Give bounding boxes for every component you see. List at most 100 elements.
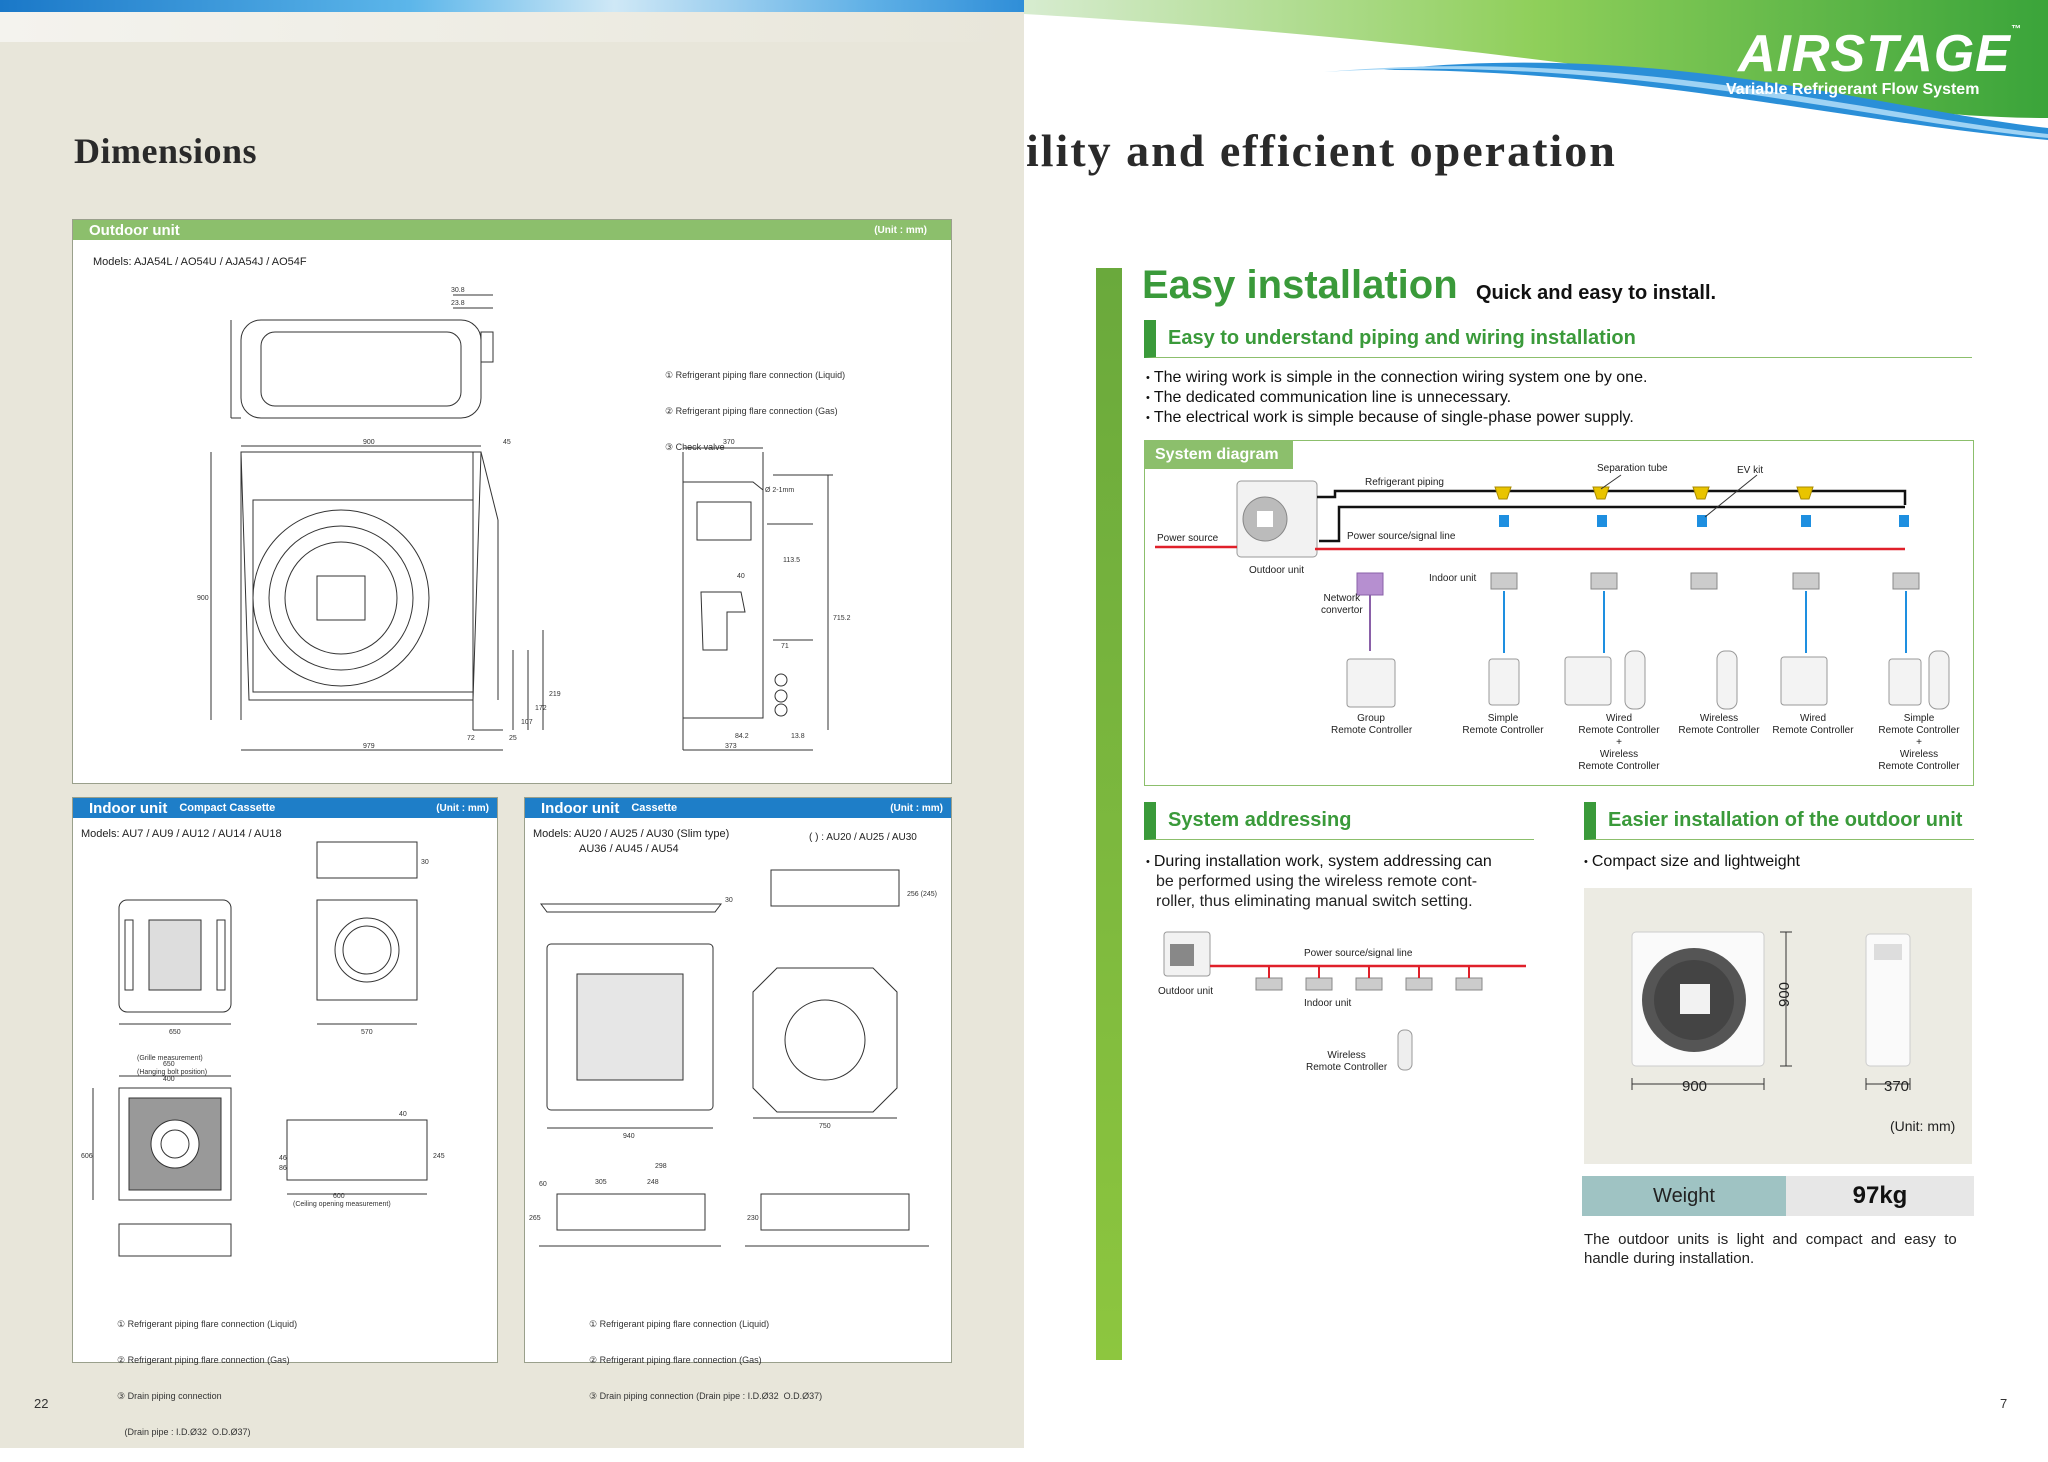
photo-w900: 900 <box>1682 1078 1708 1095</box>
easy-installation-subtitle: Quick and easy to install. <box>1476 282 1717 304</box>
cassette-note-2: ② Refrigerant piping flare connection (G… <box>589 1355 762 1365</box>
system-addressing-heading: System addressing <box>1144 802 1534 840</box>
outdoor-unit-unit-label: (Unit : mm) <box>874 224 927 236</box>
lbl-cas-d305: 305 <box>595 1179 607 1186</box>
indoor-cassette-notes: ① Refrigerant piping flare connection (L… <box>589 1294 822 1426</box>
system-diagram-header: System diagram <box>1145 441 1293 469</box>
piping-wiring-heading: Easy to understand piping and wiring ins… <box>1144 320 1972 358</box>
lbl-controller-simple: Simple Remote Controller <box>1462 713 1544 736</box>
compact-note-2: ② Refrigerant piping flare connection (G… <box>117 1355 290 1365</box>
lbl-separation-tube: Separation tube <box>1597 463 1668 474</box>
lbl-d570: 570 <box>361 1029 373 1036</box>
weight-label: Weight <box>1582 1176 1786 1216</box>
outdoor-desc-1: The outdoor units is light and compact a… <box>1584 1231 1957 1248</box>
indoor-cassette-unit-label: (Unit : mm) <box>890 802 943 814</box>
page-title-dimensions: Dimensions <box>74 131 258 171</box>
dim-flare: Ø 2-1mm <box>765 487 794 494</box>
lbl-cas-d30: 30 <box>725 897 733 904</box>
outdoor-unit-header: Outdoor unit (Unit : mm) <box>73 220 951 240</box>
airstage-logo-tm: ™ <box>2010 24 2022 35</box>
dim-d13: 13.8 <box>791 733 805 740</box>
dim-h172: 172 <box>535 705 547 712</box>
lbl-outdoor-unit: Outdoor unit <box>1249 565 1305 576</box>
dim-w979: 979 <box>363 743 375 750</box>
dim-w45: 45 <box>503 439 511 446</box>
system-diagram: System diagram <box>1144 440 1974 786</box>
indoor-cassette-header: Indoor unit Cassette (Unit : mm) <box>525 798 951 818</box>
piping-bullet-3: The electrical work is simple because of… <box>1146 408 1634 428</box>
right-heading: ility and efficient operation <box>1026 125 1617 176</box>
lbl-hanging: (Hanging bolt position) <box>137 1069 207 1076</box>
dim-h25: 25 <box>509 735 517 742</box>
indoor-cassette-paren-note: ( ) : AU20 / AU25 / AU30 <box>809 832 917 843</box>
lbl-s606: 606 <box>81 1153 93 1160</box>
indoor-cassette-title: Indoor unit <box>541 799 620 817</box>
dim-w900: 900 <box>363 439 375 446</box>
left-top-band <box>0 0 1024 12</box>
indoor-cassette-panel: Indoor unit Cassette (Unit : mm) Models:… <box>524 797 952 1401</box>
indoor-cassette-models-2: AU36 / AU45 / AU54 <box>579 843 679 855</box>
left-page-number: 22 <box>34 1396 49 1411</box>
lbl-controller-simple-wireless: Simple Remote Controller + Wireless Remo… <box>1878 713 1960 772</box>
lbl-g650: 650 <box>163 1061 175 1068</box>
dim-top-a: 30.8 <box>451 287 465 294</box>
lbl-h400: 400 <box>163 1076 175 1083</box>
indoor-compact-unit-label: (Unit : mm) <box>436 802 489 814</box>
lbl-power-signal-line: Power source/signal line <box>1347 531 1456 542</box>
lbl-cas-d940: 940 <box>623 1133 635 1140</box>
right-header-band <box>1024 0 2048 140</box>
easy-installation-title: Easy installation <box>1142 263 1458 307</box>
outdoor-photo-panel: 900 900 370 (Unit: mm) <box>1584 888 1972 1164</box>
compact-note-4: (Drain pipe : I.D.Ø32 O.D.Ø37) <box>117 1427 251 1437</box>
weight-value: 97kg <box>1786 1176 1974 1216</box>
dim-d373: 373 <box>725 743 737 750</box>
lbl-d650: 650 <box>169 1029 181 1036</box>
dim-h219: 219 <box>549 691 561 698</box>
photo-h900: 900 <box>1776 981 1794 1008</box>
outdoor-top-view <box>240 319 482 419</box>
lbl-controller-wired: Wired Remote Controller <box>1772 713 1854 736</box>
compact-note-3: ③ Drain piping connection <box>117 1391 222 1401</box>
outdoor-notes: ① Refrigerant piping flare connection (L… <box>665 345 845 477</box>
right-page-number: 7 <box>2000 1396 2008 1411</box>
outdoor-desc-2: handle during installation. <box>1584 1250 1755 1267</box>
dim-d715: 715.2 <box>833 615 851 622</box>
indoor-compact-title: Indoor unit <box>89 799 168 817</box>
outdoor-drawing: 30.8 23.8 900 45 370 900 979 72 25 107 1… <box>197 287 851 751</box>
piping-bullet-2: The dedicated communication line is unne… <box>1146 388 1511 408</box>
dim-top-b: 23.8 <box>451 300 465 307</box>
addressing-diagram <box>1163 931 1526 1071</box>
lbl-cas-d248: 248 <box>647 1179 659 1186</box>
indoor-compact-panel: Indoor unit Compact Cassette (Unit : mm)… <box>72 797 498 1437</box>
indoor-compact-models: Models: AU7 / AU9 / AU12 / AU14 / AU18 <box>81 828 282 840</box>
indoor-cassette-models-1: Models: AU20 / AU25 / AU30 (Slim type) <box>533 828 730 840</box>
lbl-d86: 86 <box>279 1165 287 1172</box>
lbl-cas-d750: 750 <box>819 1123 831 1130</box>
lbl-d245: 245 <box>433 1153 445 1160</box>
photo-unit-label: (Unit: mm) <box>1890 1118 1956 1134</box>
lbl-power-source: Power source <box>1157 533 1219 544</box>
lbl-cas-d60: 60 <box>539 1181 547 1188</box>
indoor-compact-header: Indoor unit Compact Cassette (Unit : mm) <box>73 798 497 818</box>
lbl-indoor-unit: Indoor unit <box>1429 573 1477 584</box>
outdoor-note-2: ② Refrigerant piping flare connection (G… <box>665 406 838 416</box>
indoor-compact-notes: ① Refrigerant piping flare connection (L… <box>117 1294 297 1462</box>
left-sub-band <box>0 12 1024 42</box>
indoor-cassette-drawing: 940 750 298 305 248 256 (245) 30 60 265 … <box>529 869 937 1247</box>
dim-d84: 84.2 <box>735 733 749 740</box>
lbl-d30: 30 <box>421 859 429 866</box>
lbl-c600: 600 <box>333 1193 345 1200</box>
photo-w370: 370 <box>1884 1078 1910 1095</box>
cassette-note-3: ③ Drain piping connection (Drain pipe : … <box>589 1391 823 1401</box>
lbl-grille: (Grille measurement) <box>137 1055 203 1062</box>
dim-d71: 71 <box>781 643 789 650</box>
addressing-bullet-2: be performed using the wireless remote c… <box>1156 873 1478 890</box>
outdoor-unit-title: Outdoor unit <box>89 221 180 239</box>
dim-d113: 113.5 <box>783 557 800 564</box>
addressing-bullet-3: roller, thus eliminating manual switch s… <box>1156 893 1473 910</box>
compact-note-1: ① Refrigerant piping flare connection (L… <box>117 1319 298 1329</box>
green-side-bar <box>1096 268 1122 1360</box>
lbl-cas-d230: 230 <box>747 1215 759 1222</box>
indoor-compact-drawing: (Grille measurement) 650 (Hanging bolt p… <box>81 841 445 1257</box>
piping-bullet-1: The wiring work is simple in the connect… <box>1146 368 1648 388</box>
